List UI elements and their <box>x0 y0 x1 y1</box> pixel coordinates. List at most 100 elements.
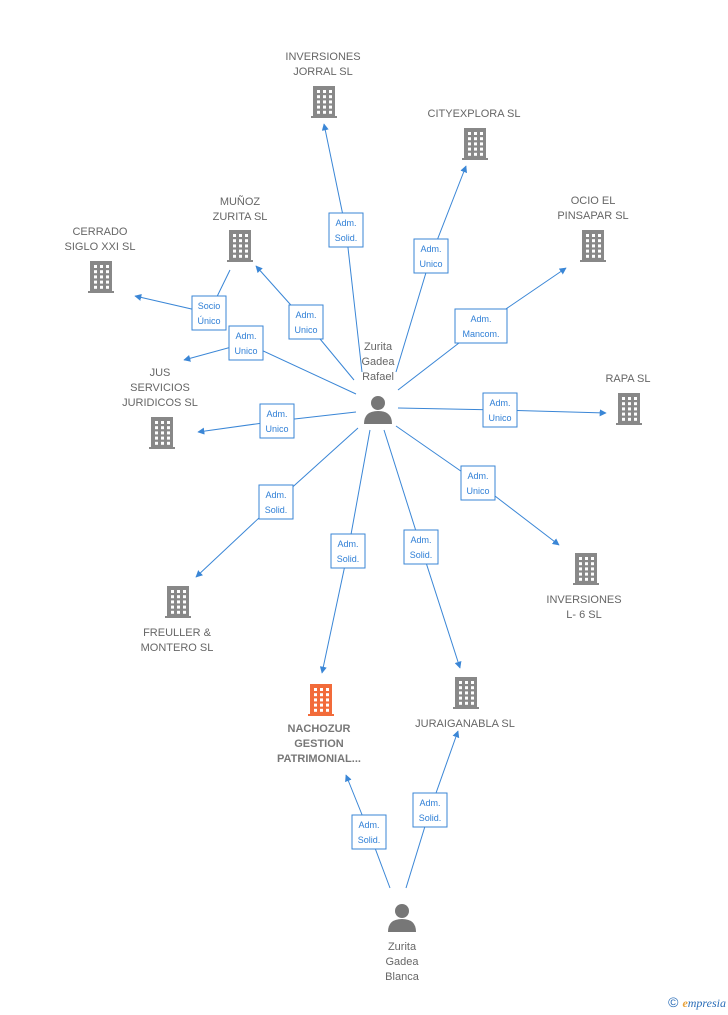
empresia-brand[interactable]: ©empresia <box>668 994 726 1011</box>
node-label: JURIDICOS SL <box>122 397 198 409</box>
building-icon <box>88 261 114 293</box>
edge-label-text: Unico <box>234 346 257 356</box>
edge-label-text: Solid. <box>419 813 442 823</box>
node-label: JORRAL SL <box>293 66 353 78</box>
edge-label-text: Adm. <box>265 490 286 500</box>
edge-label-rafael-to-munoz[interactable]: Adm. Unico <box>288 304 324 340</box>
edge-label-box <box>228 325 264 361</box>
node-label: Gadea <box>361 356 395 368</box>
building-icon <box>580 230 606 262</box>
edge-label-box <box>259 403 295 439</box>
edge-label-text: Unico <box>488 413 511 423</box>
edge-label-box <box>454 308 508 344</box>
node-cityexplora[interactable]: CITYEXPLORA SL <box>428 108 521 160</box>
edge-label-text: Unico <box>466 486 489 496</box>
node-label: JUS <box>150 367 171 379</box>
edge-label-box <box>460 465 496 501</box>
edge-label-text: Adm. <box>358 820 379 830</box>
node-label: MONTERO SL <box>141 642 214 654</box>
edge-label-box <box>413 238 449 274</box>
node-label: Zurita <box>388 941 417 953</box>
edge-label-box <box>258 484 294 520</box>
node-label: CERRADO <box>72 226 127 238</box>
edge-label-rafael-to-jorral[interactable]: Adm. Solid. <box>328 212 364 248</box>
edge-label-text: Adm. <box>470 314 491 324</box>
edge-label-rafael-to-l6[interactable]: Adm. Unico <box>460 465 496 501</box>
edges-layer <box>134 123 607 889</box>
edge-label-text: Adm. <box>335 218 356 228</box>
brand-initial: e <box>682 996 688 1010</box>
node-jorral[interactable]: INVERSIONES JORRAL SL <box>285 51 361 118</box>
building-icon <box>616 393 642 425</box>
edge-label-rafael-to-freuller[interactable]: Adm. Solid. <box>258 484 294 520</box>
edge-label-text: Adm. <box>337 539 358 549</box>
nodes-layer: ZuritaGadeaRafaelZuritaGadeaBlancaINVERS… <box>65 51 651 983</box>
edge-label-text: Adm. <box>467 471 488 481</box>
building-icon <box>227 230 253 262</box>
edge-label-box <box>351 814 387 850</box>
node-label: INVERSIONES <box>285 51 360 63</box>
edge-label-box <box>412 792 448 828</box>
edge-label-box <box>403 529 439 565</box>
building-icon <box>453 677 479 709</box>
node-label: CITYEXPLORA SL <box>428 108 521 120</box>
edge-label-text: Solid. <box>265 505 288 515</box>
person-icon <box>364 396 392 424</box>
node-nachozur[interactable]: NACHOZURGESTIONPATRIMONIAL... <box>277 684 361 765</box>
edge-label-text: Unico <box>419 259 442 269</box>
node-label: Gadea <box>385 956 419 968</box>
edge-label-text: Unico <box>294 325 317 335</box>
edge-label-text: Solid. <box>335 233 358 243</box>
edge-label-rafael-to-cityexplora[interactable]: Adm. Unico <box>413 238 449 274</box>
edge-label-text: Adm. <box>235 331 256 341</box>
edge-label-rafael-to-jus[interactable]: Adm. Unico <box>228 325 264 361</box>
person-icon <box>388 904 416 932</box>
node-label: Rafael <box>362 371 394 383</box>
node-cerrado[interactable]: CERRADO SIGLO XXI SL <box>65 226 136 293</box>
edge-label-blanca-to-juraiganabla[interactable]: Adm.Solid. <box>412 792 448 828</box>
brand-name: mpresia <box>687 996 726 1010</box>
building-icon <box>149 417 175 449</box>
building-icon <box>573 553 599 585</box>
edge-rafael-to-jorral <box>321 123 363 373</box>
edge-label-text: Solid. <box>337 554 360 564</box>
edge-label-text: Unico <box>265 424 288 434</box>
edge-label-text: Único <box>197 316 220 326</box>
edge-label-box <box>191 295 227 331</box>
edge-label-text: Adm. <box>489 398 510 408</box>
edge-label-rafael-to-nachozur[interactable]: Adm. Solid. <box>330 533 366 569</box>
edge-label-text: Solid. <box>358 835 381 845</box>
node-label: L- 6 SL <box>566 609 601 621</box>
edge-label-box <box>482 392 518 428</box>
edge-label-text: Mancom. <box>462 329 499 339</box>
edge-label-text: Adm. <box>410 535 431 545</box>
edge-label-rafael-to-juraiganabla[interactable]: Adm.Solid. <box>403 529 439 565</box>
edge-label-text: Adm. <box>420 244 441 254</box>
edge-label-rafael-to-jus[interactable]: Adm. Unico <box>259 403 295 439</box>
node-freuller[interactable]: FREULLER &MONTERO SL <box>141 586 214 654</box>
edge-label-rafael-to-ocio[interactable]: Adm. Mancom. <box>454 308 508 344</box>
node-label: SERVICIOS <box>130 382 190 394</box>
node-rapa[interactable]: RAPA SL <box>605 373 651 425</box>
node-label: SIGLO XXI SL <box>65 241 136 253</box>
node-jus[interactable]: JUS SERVICIOS JURIDICOS SL <box>122 367 198 449</box>
edge-label-blanca-to-nachozur[interactable]: Adm. Solid. <box>351 814 387 850</box>
node-label: ZURITA SL <box>213 211 268 223</box>
building-icon <box>308 684 334 716</box>
node-label: Zurita <box>364 341 393 353</box>
edge-label-text: Adm. <box>295 310 316 320</box>
node-label: RAPA SL <box>605 373 650 385</box>
edge-label-rafael-to-rapa[interactable]: Adm. Unico <box>482 392 518 428</box>
edge-labels-layer: Adm.Solid.Adm.UnicoAdm.UnicoAdm.Mancom.S… <box>191 212 518 850</box>
edge-label-text: Adm. <box>266 409 287 419</box>
node-label: GESTION <box>294 738 344 750</box>
edge-label-text: Socio <box>198 301 221 311</box>
node-juraiganabla[interactable]: JURAIGANABLA SL <box>415 677 515 730</box>
